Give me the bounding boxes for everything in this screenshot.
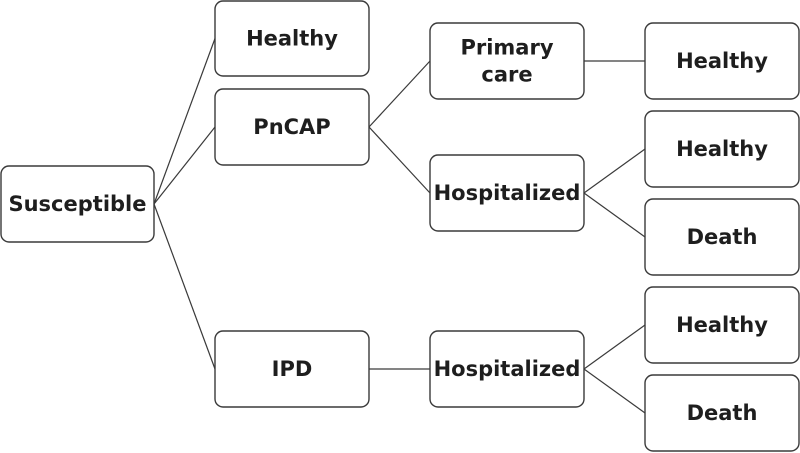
node-box	[644, 110, 800, 188]
node-healthy-top: Healthy	[214, 0, 370, 77]
node-box	[644, 286, 800, 364]
connector-hospitalized_ipd-to-death_hosp_ipd	[583, 368, 646, 414]
node-hospitalized-pncap: Hospitalized	[429, 154, 585, 232]
node-pncap: PnCAP	[214, 88, 370, 166]
node-label: Primary	[460, 36, 553, 60]
node-death-hosp-pncap: Death	[644, 198, 800, 276]
connector-susceptible-to-pncap	[153, 126, 216, 205]
connector-hospitalized_pncap-to-death_hosp_pncap	[583, 192, 646, 238]
node-healthy-primary: Healthy	[644, 22, 800, 100]
node-ipd: IPD	[214, 330, 370, 408]
node-box	[214, 0, 370, 77]
node-label: Healthy	[676, 49, 768, 73]
node-primary-care: Primary care	[429, 22, 585, 100]
node-box	[214, 330, 370, 408]
connector-hospitalized_ipd-to-healthy_hosp_ipd	[583, 324, 646, 370]
node-box	[429, 330, 585, 408]
connector-pncap-to-primary_care	[368, 60, 431, 128]
node-label: Susceptible	[8, 192, 146, 216]
node-label: IPD	[272, 357, 313, 381]
connector-hospitalized_pncap-to-healthy_hosp_pncap	[583, 148, 646, 194]
node-label: Healthy	[676, 313, 768, 337]
node-susceptible: Susceptible	[0, 165, 155, 243]
node-death-hosp-ipd: Death	[644, 374, 800, 452]
node-box	[0, 165, 155, 243]
node-label: care	[481, 63, 532, 87]
node-label: PnCAP	[253, 115, 330, 139]
edge-layer	[153, 38, 646, 414]
node-label: Healthy	[246, 27, 338, 51]
node-label: Healthy	[676, 137, 768, 161]
connector-susceptible-to-ipd	[153, 203, 216, 370]
node-box	[429, 22, 585, 100]
node-box	[214, 88, 370, 166]
node-box	[644, 374, 800, 452]
node-healthy-hosp-ipd: Healthy	[644, 286, 800, 364]
node-hospitalized-ipd: Hospitalized	[429, 330, 585, 408]
node-label: Hospitalized	[434, 357, 581, 381]
node-box	[644, 198, 800, 276]
connector-susceptible-to-healthy_top	[153, 38, 216, 205]
node-label: Hospitalized	[434, 181, 581, 205]
node-healthy-hosp-pncap: Healthy	[644, 110, 800, 188]
node-label: Death	[687, 401, 758, 425]
node-box	[644, 22, 800, 100]
node-box	[429, 154, 585, 232]
node-label: Death	[687, 225, 758, 249]
connector-pncap-to-hospitalized_pncap	[368, 126, 431, 194]
